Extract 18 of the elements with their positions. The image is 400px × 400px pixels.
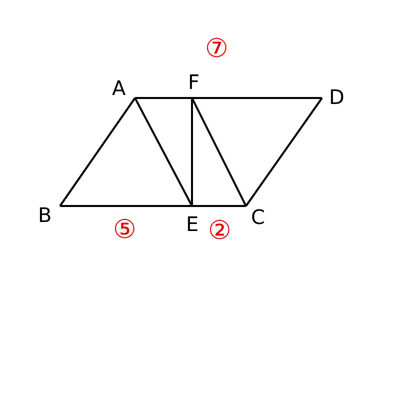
line-segment — [191, 98, 193, 206]
point-label: C — [251, 207, 265, 227]
point-label: B — [38, 205, 52, 225]
circled-number: ⑦ — [205, 36, 228, 62]
point-label: E — [186, 214, 199, 234]
line-segment — [59, 97, 136, 207]
line-segment — [60, 205, 192, 207]
point-label: A — [112, 78, 126, 98]
line-segment — [191, 98, 247, 206]
point-label: F — [188, 72, 200, 92]
line-segment — [135, 97, 192, 99]
line-segment — [134, 98, 193, 206]
circled-number: ② — [208, 218, 232, 244]
circled-number: ⑤ — [113, 217, 136, 243]
line-segment — [245, 97, 323, 207]
line-segment — [192, 97, 322, 99]
line-segment — [192, 205, 246, 207]
point-label: D — [329, 87, 344, 107]
